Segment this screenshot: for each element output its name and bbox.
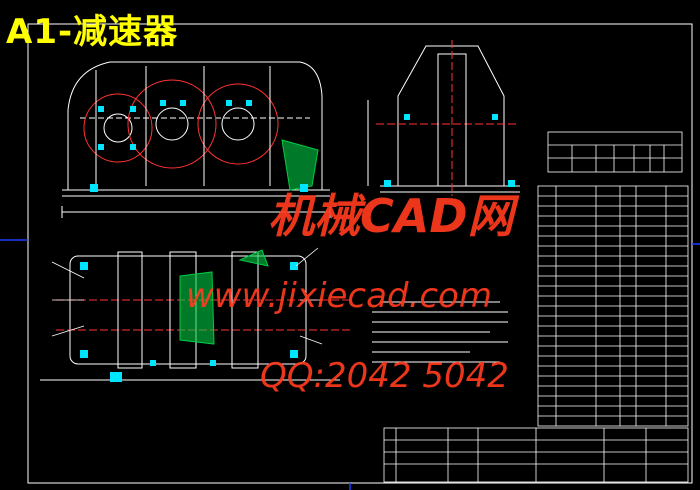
parts-list (537, 185, 689, 427)
front-view-bolts (90, 100, 308, 192)
side-view-housing (397, 45, 505, 187)
gear-circle-1 (83, 93, 153, 163)
front-view-housing (67, 61, 323, 191)
top-view-bolts (80, 262, 298, 382)
top-view-section (179, 271, 215, 345)
shaft-3 (221, 107, 255, 141)
balloon-leaders (51, 247, 323, 345)
technical-spec-table (547, 131, 683, 173)
technical-requirements (372, 301, 508, 363)
drawing-title: A1-减速器 (6, 12, 179, 52)
top-view-housing (69, 255, 307, 365)
front-view-section (281, 139, 319, 191)
watermark-url: www.jixiecad.com (186, 276, 492, 316)
title-block (383, 427, 689, 483)
drawing-frame (27, 23, 693, 484)
gear-circle-2 (127, 79, 217, 169)
top-view (40, 249, 350, 381)
watermark-qq: QQ:2042 5042 (260, 356, 509, 396)
shaft-2 (155, 107, 189, 141)
gear-circle-3 (197, 83, 279, 165)
shaft-1 (103, 113, 133, 143)
front-view (61, 61, 331, 218)
side-view-bolts (384, 114, 515, 187)
watermark-brand: 机械CAD网 (268, 189, 514, 243)
side-view (367, 40, 520, 196)
